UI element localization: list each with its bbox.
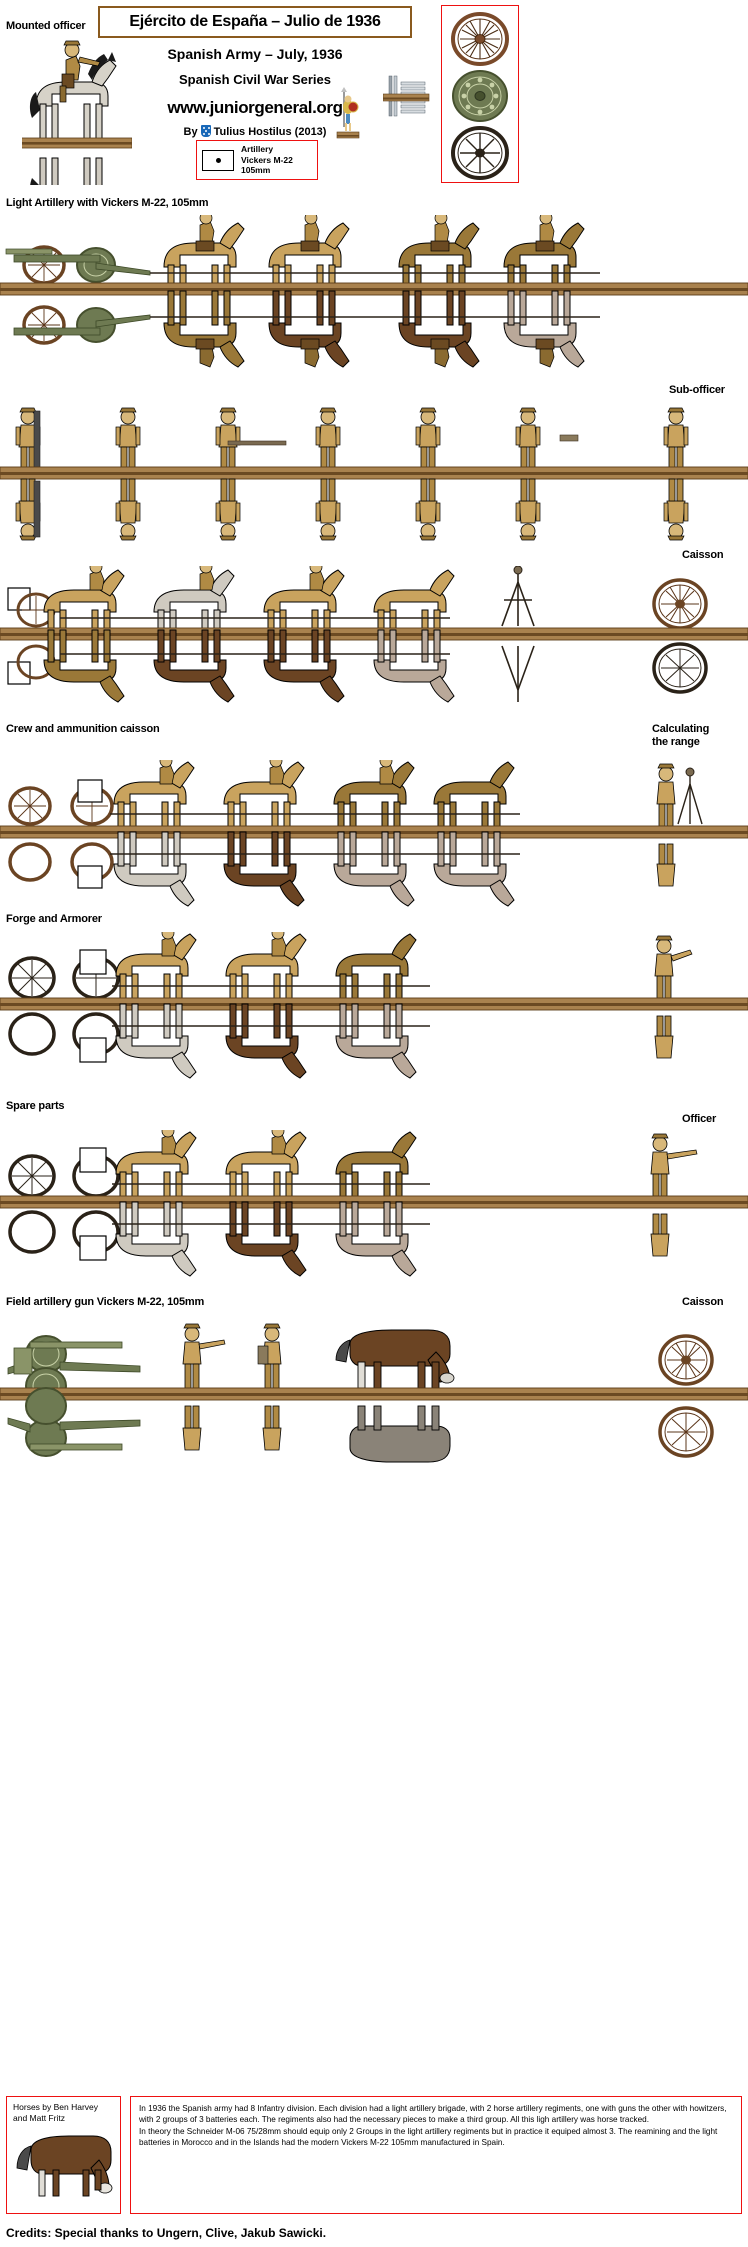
label-caisson-2: Caisson [682, 1296, 724, 1308]
website-link[interactable]: www.juniorgeneral.org [167, 98, 343, 117]
label-calculating-range-line2: the range [652, 736, 700, 748]
row-spare-parts [0, 1130, 748, 1280]
row-crew-ammo-caisson [0, 760, 748, 910]
label-field-gun: Field artillery gun Vickers M-22, 105mm [6, 1296, 205, 1308]
byline-prefix: By [183, 126, 198, 138]
byline: By Tulius Hostilus (2013) [98, 124, 412, 138]
wheel-green-icon [451, 69, 509, 123]
standard-bearer-figure [333, 85, 363, 145]
label-officer: Officer [682, 1113, 717, 1125]
row-forge-armorer [0, 932, 748, 1082]
wheels-reference-panel [441, 5, 519, 183]
page-title: Ejército de España – Julio de 1936 [129, 13, 381, 30]
byline-author: Tulius Hostilus (2013) [213, 126, 327, 138]
legend-line-3: 105mm [241, 165, 271, 176]
label-light-artillery: Light Artillery with Vickers M-22, 105mm [6, 197, 209, 209]
legend-text: Artillery Vickers M-22 105mm [241, 144, 293, 176]
row-field-gun [0, 1322, 748, 1472]
label-crew-ammunition-caisson: Crew and ammunition caisson [6, 723, 160, 735]
grazing-horse-image [13, 2130, 116, 2202]
label-calculating-range: Calculating the range [652, 723, 709, 749]
label-spare-parts: Spare parts [6, 1100, 65, 1112]
row-crew-figures [0, 405, 748, 545]
shield-icon [199, 124, 212, 138]
credits-line: Credits: Special thanks to Ungern, Clive… [6, 2226, 327, 2240]
wheel-dark-icon [451, 126, 509, 180]
info-text-box: In 1936 the Spanish army had 8 Infantry … [130, 2096, 742, 2214]
title-box: Ejército de España – Julio de 1936 [98, 6, 412, 38]
horse-credit-line-2: and Matt Fritz [13, 2113, 65, 2123]
label-forge-armorer: Forge and Armorer [6, 913, 102, 925]
label-sub-officer: Sub-officer [669, 384, 725, 396]
mounted-officer-figure [22, 30, 132, 185]
label-calculating-range-line1: Calculating [652, 723, 710, 735]
info-paragraph-2: In theory the Schneider M-06 75/28mm sho… [139, 2126, 718, 2147]
label-caisson-1: Caisson [682, 549, 724, 561]
legend-line-2: Vickers M-22 [241, 154, 293, 165]
row-light-artillery [0, 215, 748, 380]
legend-line-1: Artillery [241, 144, 274, 155]
label-mounted-officer: Mounted officer [6, 20, 86, 32]
horse-credit-line-1: Horses by Ben Harvey [13, 2102, 99, 2112]
legend-box: Artillery Vickers M-22 105mm [196, 140, 318, 180]
series-name: Spanish Civil War Series [179, 72, 331, 87]
row-caisson-team [0, 566, 748, 711]
info-paragraph-1: In 1936 the Spanish army had 8 Infantry … [139, 2104, 727, 2125]
subtitle-english: Spanish Army – July, 1936 [167, 46, 343, 62]
wheel-brown-icon [451, 12, 509, 66]
horse-credit-box: Horses by Ben Harvey and Matt Fritz [6, 2096, 121, 2214]
artillery-symbol-icon [202, 149, 234, 171]
limber-top-figure [383, 70, 433, 128]
